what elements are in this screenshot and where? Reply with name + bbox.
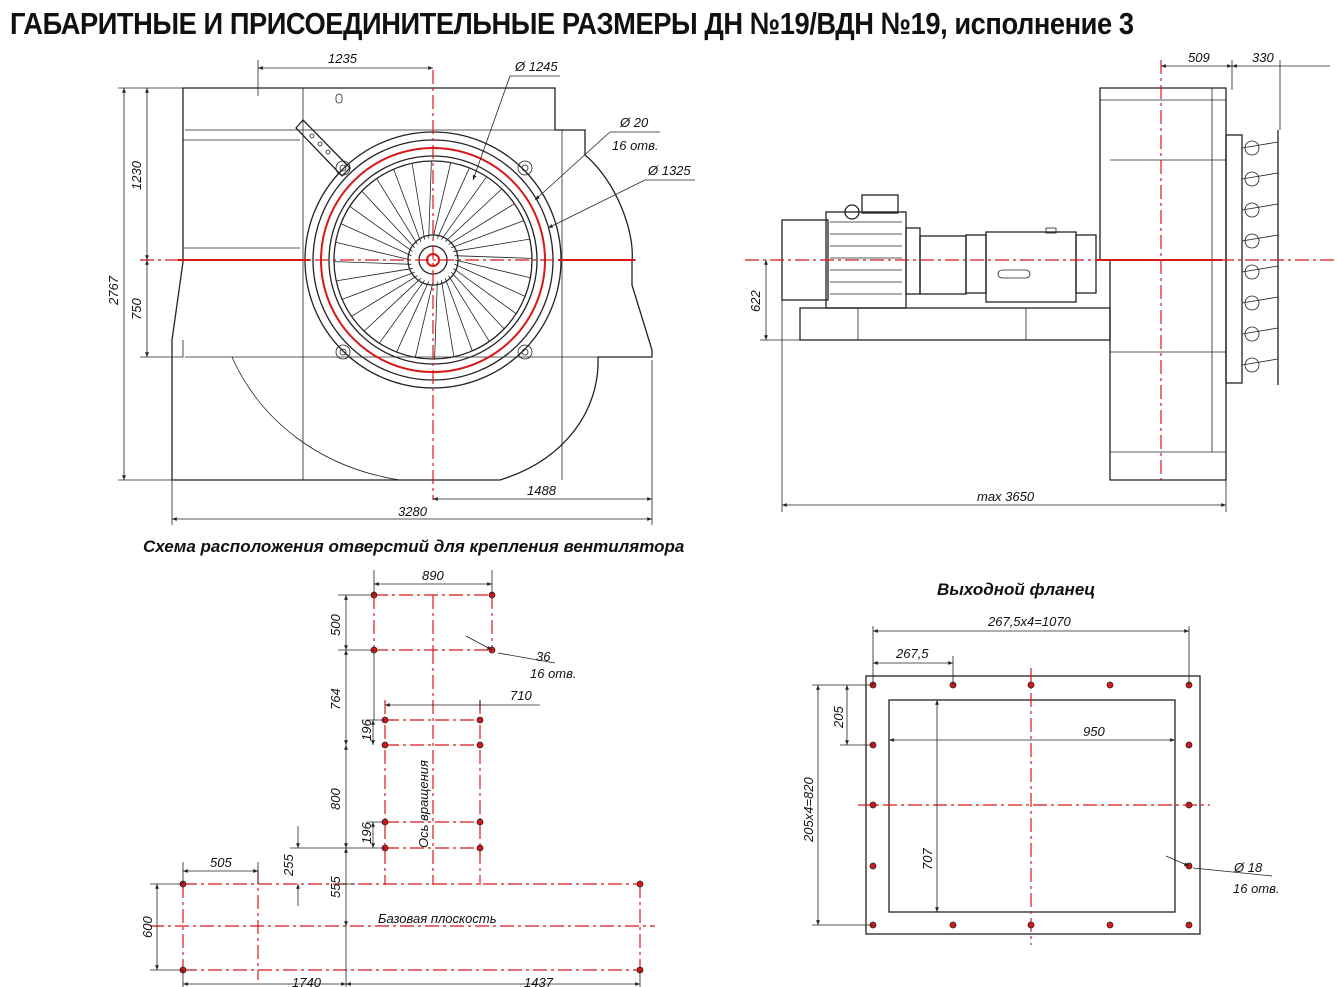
impeller-spoke xyxy=(411,163,425,240)
dim-1437: 1437 xyxy=(524,975,554,987)
page-title: ГАБАРИТНЫЕ И ПРИСОЕДИНИТЕЛЬНЫЕ РАЗМЕРЫ Д… xyxy=(10,6,1134,41)
dim-555: 555 xyxy=(328,876,343,898)
impeller-spoke xyxy=(448,275,490,342)
damper-link xyxy=(1241,141,1279,149)
impeller-spoke xyxy=(333,261,412,265)
impeller-spoke xyxy=(454,255,533,259)
dia-1245: Ø 1245 xyxy=(514,59,558,74)
side-view: 509 330 622 max 3650 xyxy=(745,50,1335,512)
holes-scheme-caption: Схема расположения отверстий для креплен… xyxy=(143,537,685,556)
rotation-axis-label: Ось вращения xyxy=(416,760,431,848)
impeller-spoke xyxy=(454,259,531,279)
damper-blade xyxy=(1244,171,1260,187)
impeller-spoke xyxy=(342,271,415,300)
impeller-spoke xyxy=(436,167,470,239)
dim-750: 750 xyxy=(129,298,144,320)
dim-800: 800 xyxy=(328,788,343,810)
impeller-spoke xyxy=(393,169,422,242)
impeller-spoke xyxy=(396,281,430,353)
impeller-spoke xyxy=(379,280,425,344)
dim-707: 707 xyxy=(920,848,935,870)
impeller-spoke xyxy=(450,271,505,330)
dim-1070: 267,5x4=1070 xyxy=(987,614,1072,629)
outlet-flange-caption: Выходной фланец xyxy=(937,580,1096,599)
outlet-flange: 267,5x4=1070 267,5 205 205x4=820 950 707… xyxy=(801,614,1280,945)
dim-1740: 1740 xyxy=(292,975,322,987)
impeller-spoke xyxy=(340,223,412,257)
damper-link xyxy=(1241,296,1279,304)
impeller-spoke xyxy=(336,268,413,282)
dia-1325: Ø 1325 xyxy=(647,163,691,178)
damper-link xyxy=(1241,265,1279,273)
impeller-spoke xyxy=(434,281,438,360)
dim-36: 36 xyxy=(536,649,551,664)
impeller-spoke xyxy=(441,176,487,240)
dia-18: Ø 18 xyxy=(1233,860,1263,875)
dim-2767: 2767 xyxy=(106,275,121,306)
dim-196-lower: 196 xyxy=(359,822,374,844)
dim-710: 710 xyxy=(510,688,532,703)
hole-scheme: 890 500 764 800 555 196 196 710 36 16 от… xyxy=(140,568,655,987)
impeller-spoke xyxy=(453,238,530,252)
dia-20: Ø 20 xyxy=(619,115,649,130)
dim-1230: 1230 xyxy=(129,160,144,190)
dim-1235: 1235 xyxy=(328,51,358,66)
impeller-spoke xyxy=(361,190,416,249)
dim-3280: 3280 xyxy=(398,504,428,519)
impeller-spoke xyxy=(428,160,432,239)
dim-890: 890 xyxy=(422,568,444,583)
dim-max-3650: max 3650 xyxy=(977,489,1035,504)
damper-link xyxy=(1241,358,1279,366)
dim-205x4: 205x4=820 xyxy=(801,777,816,843)
impeller-spoke xyxy=(376,178,418,245)
damper-blade xyxy=(1244,233,1260,249)
impeller-spoke xyxy=(444,278,473,351)
impeller-spoke xyxy=(448,203,515,245)
impeller-spoke xyxy=(432,162,452,239)
impeller-spoke xyxy=(349,206,413,252)
impeller-spoke xyxy=(454,263,526,297)
impeller-spoke xyxy=(441,280,455,357)
dim-509: 509 xyxy=(1188,50,1210,65)
dim-330: 330 xyxy=(1252,50,1274,65)
damper-link xyxy=(1241,172,1279,180)
damper-blade xyxy=(1244,326,1260,342)
impeller-spoke xyxy=(453,268,517,314)
dim-764: 764 xyxy=(328,688,343,710)
damper-link xyxy=(1241,203,1279,211)
dim-196-upper: 196 xyxy=(359,719,374,741)
impeller-spoke xyxy=(363,277,422,332)
damper-blade xyxy=(1244,295,1260,311)
holes-16-front: 16 отв. xyxy=(612,138,659,153)
damper-blade xyxy=(1244,140,1260,156)
impeller-spoke xyxy=(444,188,503,243)
dim-255: 255 xyxy=(281,854,296,877)
front-view: 1235 1230 2767 750 1488 3280 Ø 1245 Ø 20… xyxy=(106,51,695,525)
dim-600: 600 xyxy=(140,916,155,938)
impeller-spoke xyxy=(335,241,412,261)
damper-link xyxy=(1241,234,1279,242)
impeller-spoke xyxy=(414,281,434,358)
damper-blade xyxy=(1244,202,1260,218)
dim-205: 205 xyxy=(831,706,846,729)
dim-950: 950 xyxy=(1083,724,1105,739)
dim-500: 500 xyxy=(328,614,343,636)
damper-blade xyxy=(1244,357,1260,373)
damper-link xyxy=(1241,327,1279,335)
impeller-spoke xyxy=(351,275,418,317)
damper-blade xyxy=(1244,264,1260,280)
holes-16-scheme: 16 отв. xyxy=(530,666,577,681)
impeller-spoke xyxy=(451,220,524,249)
dim-267-5: 267,5 xyxy=(895,646,929,661)
dim-505: 505 xyxy=(210,855,232,870)
holes-16-flange: 16 отв. xyxy=(1233,881,1280,896)
dim-622: 622 xyxy=(748,290,763,312)
dim-1488: 1488 xyxy=(527,483,557,498)
base-plane-label: Базовая плоскость xyxy=(378,911,497,926)
